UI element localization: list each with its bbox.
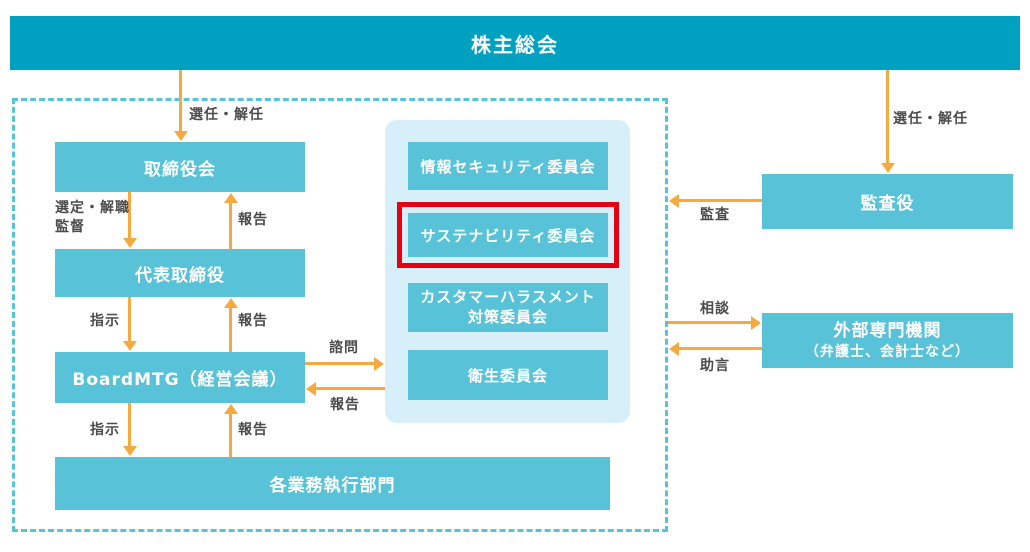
auditor-box[interactable]: 監査役	[762, 174, 1013, 229]
arrow-board-to-representative	[122, 192, 137, 248]
external-experts-detail: （弁護士、会計士など）	[805, 343, 970, 360]
flow-label-committee-report: 報告	[330, 397, 360, 413]
board-of-directors-label: 取締役会	[144, 159, 216, 180]
shareholders-meeting-label: 株主総会	[471, 32, 559, 57]
flow-label-instruct-depts: 指示	[90, 422, 120, 438]
shareholders-meeting-box[interactable]: 株主総会	[10, 16, 1020, 70]
info-security-committee-label: 情報セキュリティ委員会	[420, 157, 596, 176]
arrow-committees-to-mtg-report	[306, 381, 385, 396]
health-committee-label: 衛生委員会	[467, 366, 548, 385]
arrow-representative-to-mtg-instruct	[122, 297, 137, 351]
representative-director-box[interactable]: 代表取締役	[55, 249, 305, 297]
board-of-directors-box[interactable]: 取締役会	[55, 142, 305, 192]
board-mtg-box[interactable]: BoardMTG（経営会議）	[55, 352, 305, 403]
departments-box[interactable]: 各業務執行部門	[55, 457, 610, 510]
external-experts-label: 外部専門機関	[833, 320, 942, 341]
external-experts-box[interactable]: 外部専門機関 （弁護士、会計士など）	[762, 313, 1013, 368]
representative-director-label: 代表取締役	[135, 265, 225, 286]
flow-label-consult-committee: 諮問	[329, 340, 359, 356]
arrow-external-advice	[669, 341, 762, 356]
flow-label-report-to-mtg: 報告	[238, 422, 268, 438]
flow-label-advice-external: 助言	[700, 358, 730, 374]
flow-label-appoint-dismiss-right: 選任・解任	[893, 111, 968, 127]
arrow-shareholders-to-board	[173, 70, 188, 141]
customer-harassment-committee-label-line2: 対策委員会	[467, 307, 548, 326]
arrow-mtg-to-representative-report	[223, 298, 238, 352]
sustainability-committee-box[interactable]: サステナビリティ委員会	[408, 213, 608, 257]
flow-label-report-to-board: 報告	[238, 212, 268, 228]
flow-label-select-dismiss: 選定・解職 監督	[55, 199, 130, 237]
flow-label-audit: 監査	[700, 207, 730, 223]
internal-governance-frame	[12, 98, 668, 532]
arrow-consult-external	[668, 315, 761, 330]
flow-label-appoint-dismiss-left: 選任・解任	[189, 107, 264, 123]
flow-label-report-to-rep: 報告	[238, 313, 268, 329]
auditor-label: 監査役	[860, 194, 915, 214]
departments-label: 各業務執行部門	[269, 476, 396, 496]
sustainability-highlight-border	[397, 202, 619, 268]
board-mtg-label: BoardMTG（経営会議）	[72, 370, 288, 390]
flow-label-select-dismiss-line1: 選定・解職	[55, 200, 130, 216]
arrow-mtg-to-committees-consult	[305, 356, 384, 371]
arrow-mtg-to-departments-instruct	[122, 403, 137, 456]
sustainability-committee-label: サステナビリティ委員会	[420, 226, 596, 245]
arrow-departments-to-mtg-report	[223, 404, 238, 457]
arrow-shareholders-to-auditor	[880, 70, 895, 173]
flow-label-instruct-mtg: 指示	[90, 313, 120, 329]
customer-harassment-committee-label-line1: カスタマーハラスメント	[420, 288, 596, 306]
health-committee-box[interactable]: 衛生委員会	[408, 350, 608, 400]
flow-label-consult-external: 相談	[700, 301, 730, 317]
flow-label-supervise-line2: 監督	[55, 219, 85, 235]
info-security-committee-box[interactable]: 情報セキュリティ委員会	[408, 142, 608, 190]
arrow-auditor-audit	[669, 193, 762, 208]
arrow-representative-to-board-report	[223, 193, 238, 249]
customer-harassment-committee-box[interactable]: カスタマーハラスメント 対策委員会	[408, 283, 608, 332]
